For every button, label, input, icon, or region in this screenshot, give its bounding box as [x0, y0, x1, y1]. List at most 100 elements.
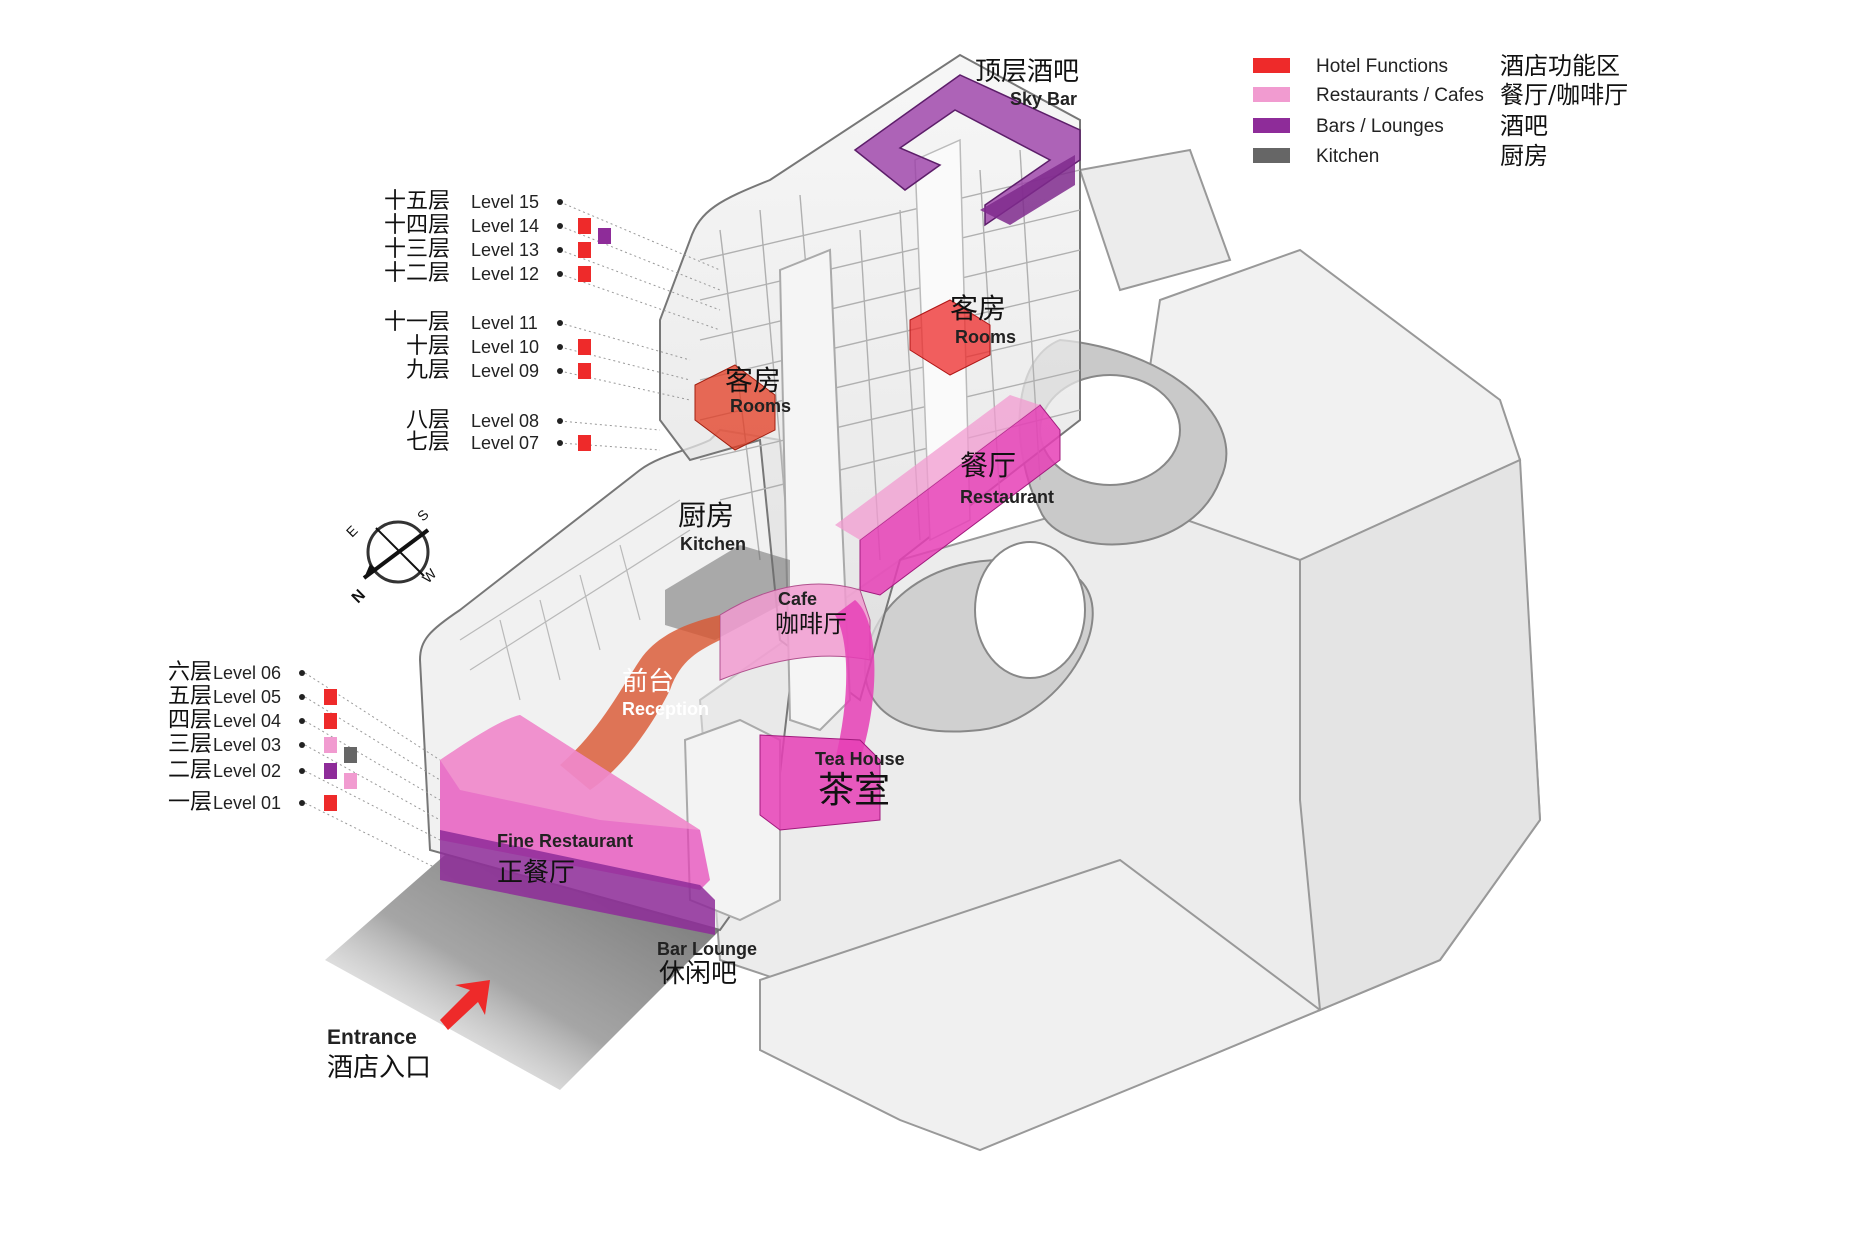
level-cn-label: 二层	[168, 758, 212, 783]
rooms-lower-block	[694, 364, 776, 451]
legend-swatch	[1253, 87, 1290, 102]
level-dot	[557, 223, 563, 229]
restaurant-top	[835, 395, 1040, 540]
level-dot	[299, 670, 305, 676]
south-block	[759, 858, 1322, 1152]
legend-item: Kitchen 厨房	[1253, 142, 1548, 170]
level-cn-label: 三层	[168, 732, 212, 757]
east-block-1	[1078, 148, 1232, 292]
entrance-label-cn: 酒店入口	[327, 1053, 431, 1083]
level-swatch	[578, 218, 591, 234]
restaurant-label-cn: 餐厅	[960, 449, 1016, 482]
level-dot	[299, 742, 305, 748]
level-dot	[557, 247, 563, 253]
level-dot	[557, 199, 563, 205]
level-swatch	[324, 795, 337, 811]
level-swatch	[578, 363, 591, 379]
level-cn-label: 四层	[168, 708, 212, 733]
level-cn-label: 十二层	[384, 261, 450, 286]
cafe-curve	[835, 600, 875, 760]
reception-label-cn: 前台	[622, 667, 674, 697]
level-swatch	[344, 747, 357, 763]
compass-circle	[366, 520, 430, 584]
level-row: 十层 Level 10	[406, 334, 591, 359]
level-dot	[557, 344, 563, 350]
level-dot	[557, 320, 563, 326]
legend-swatch	[1253, 118, 1290, 133]
level-swatch	[324, 763, 337, 779]
level-en-label: Level 04	[213, 711, 281, 731]
sky-bar-label-cn: 顶层酒吧	[975, 57, 1079, 87]
level-dot	[299, 768, 305, 774]
level-en-label: Level 01	[213, 793, 281, 813]
reception-label-en: Reception	[622, 699, 709, 719]
tower-outline	[659, 53, 1081, 702]
level-cn-label: 十四层	[384, 213, 450, 238]
level-cn-label: 一层	[168, 790, 212, 815]
legend-en-label: Kitchen	[1316, 146, 1379, 167]
courtyard-hole-2	[974, 541, 1086, 679]
level-en-label: Level 03	[213, 735, 281, 755]
level-dot	[557, 271, 563, 277]
level-swatch	[344, 773, 357, 789]
level-swatch	[578, 242, 591, 258]
level-cn-label: 八层	[406, 408, 450, 433]
level-swatch	[324, 713, 337, 729]
function-blocks	[440, 74, 1081, 935]
tea-house-block	[759, 734, 881, 831]
rooms-lower-label-cn: 客房	[725, 364, 781, 397]
level-en-label: Level 02	[213, 761, 281, 781]
legend-swatch	[1253, 148, 1290, 163]
compass-e: E	[343, 522, 361, 540]
level-swatch	[324, 689, 337, 705]
fine-restaurant-label-cn: 正餐厅	[497, 858, 575, 888]
bar-lounge-block	[440, 830, 715, 935]
legend-en-label: Restaurants / Cafes	[1316, 85, 1484, 106]
leader-lines	[304, 201, 721, 871]
level-en-label: Level 11	[471, 313, 538, 333]
level-cn-label: 十三层	[384, 237, 450, 262]
level-en-label: Level 14	[471, 216, 539, 236]
level-cn-label: 十一层	[384, 310, 450, 335]
level-cn-label: 七层	[406, 430, 450, 455]
cafe-label-cn: 咖啡厅	[775, 610, 847, 638]
sky-bar-side	[980, 155, 1075, 225]
level-en-label: Level 05	[213, 687, 281, 707]
kitchen-label-en: Kitchen	[680, 534, 746, 554]
compass-s: S	[414, 506, 432, 524]
level-dot	[557, 440, 563, 446]
legend-cn-label: 厨房	[1500, 142, 1548, 170]
sky-bar-label-en: Sky Bar	[1010, 89, 1077, 109]
reception-block	[560, 615, 720, 790]
level-en-label: Level 10	[471, 337, 539, 357]
level-swatch	[578, 266, 591, 282]
legend-swatch	[1253, 58, 1290, 73]
podium-grid	[459, 499, 691, 701]
level-en-label: Level 06	[213, 663, 281, 683]
rooms-upper-label-cn: 客房	[950, 292, 1006, 325]
legend-en-label: Bars / Lounges	[1316, 116, 1444, 137]
entrance-arrow-icon	[440, 980, 490, 1030]
level-en-label: Level 09	[471, 361, 539, 381]
level-dot	[557, 418, 563, 424]
level-cn-label: 十层	[406, 334, 450, 359]
legend-cn-label: 酒店功能区	[1500, 52, 1620, 80]
level-en-label: Level 12	[471, 264, 539, 284]
legend-en-label: Hotel Functions	[1316, 56, 1448, 77]
tea-house-label-en: Tea House	[815, 749, 905, 769]
kitchen-label-cn: 厨房	[678, 499, 734, 532]
